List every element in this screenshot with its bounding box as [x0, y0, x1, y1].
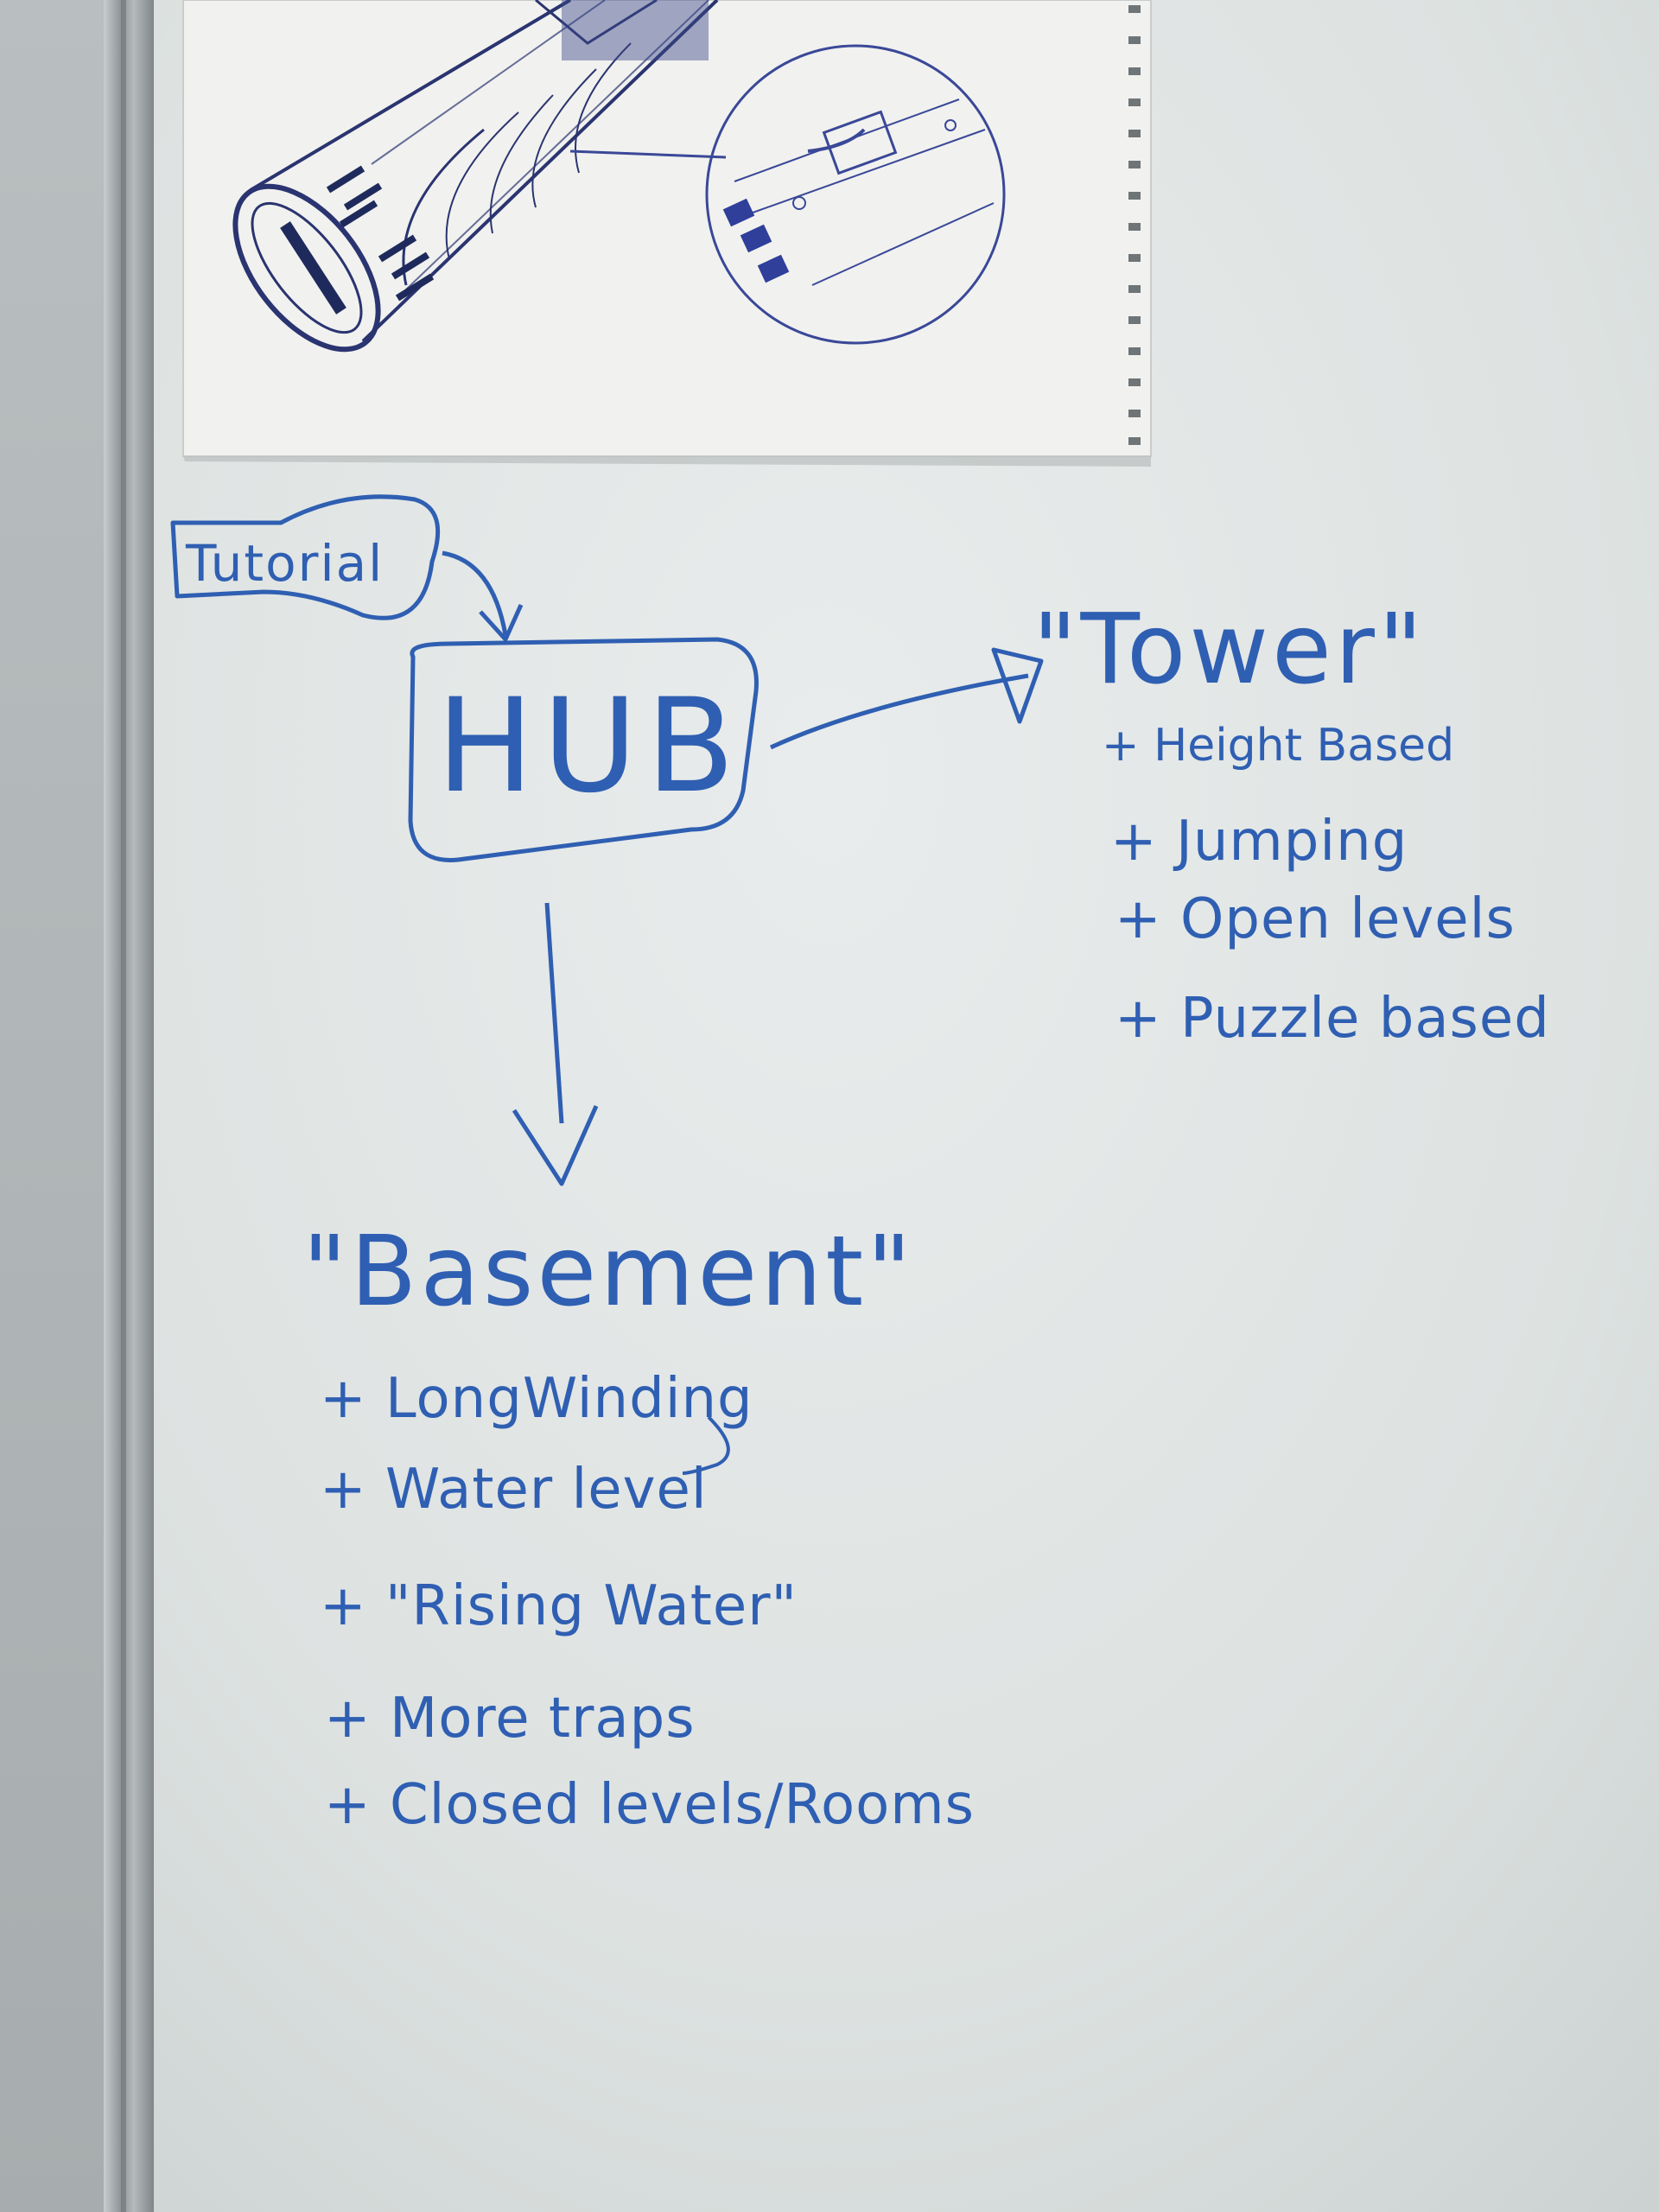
whiteboard-frame: [104, 0, 154, 2212]
basement-item: + Water level: [320, 1458, 708, 1522]
paper-sketch: [182, 0, 1152, 467]
tower-title: "Tower": [1033, 594, 1427, 706]
detail-circle-sketch: [569, 44, 1006, 345]
basement-item: + LongWinding: [320, 1367, 753, 1431]
hub-node: HUB: [408, 637, 759, 862]
basement-title: "Basement": [302, 1216, 915, 1328]
basement-brace: [682, 1415, 730, 1475]
basement-item: + Closed levels/Rooms: [324, 1773, 975, 1837]
tower-item: + Open levels: [1115, 887, 1516, 951]
arrow-hub-to-tower: [769, 673, 1029, 750]
hub-box: [408, 637, 759, 862]
tutorial-label: Tutorial: [185, 534, 384, 593]
tutorial-box: [170, 494, 441, 620]
tower-section: "Tower" + Height Based + Jumping + Open …: [1033, 594, 1550, 1051]
arrow-tutorial-to-hub: [442, 550, 508, 636]
wall-strip: [0, 0, 112, 2212]
tower-item: + Jumping: [1110, 810, 1408, 874]
hub-label: HUB: [436, 671, 744, 822]
basement-section: "Basement" + LongWinding + Water level +…: [302, 1216, 975, 1837]
paper-perforation: [1128, 5, 1141, 445]
basement-item: + "Rising Water": [320, 1574, 798, 1638]
basement-item: + More traps: [324, 1687, 696, 1751]
tower-item: + Puzzle based: [1115, 987, 1550, 1051]
tower-item: + Height Based: [1102, 720, 1454, 772]
cylinder-sketch: [232, 0, 719, 353]
tutorial-node: Tutorial: [170, 494, 441, 620]
arrow-hub-to-basement: [544, 902, 564, 1124]
